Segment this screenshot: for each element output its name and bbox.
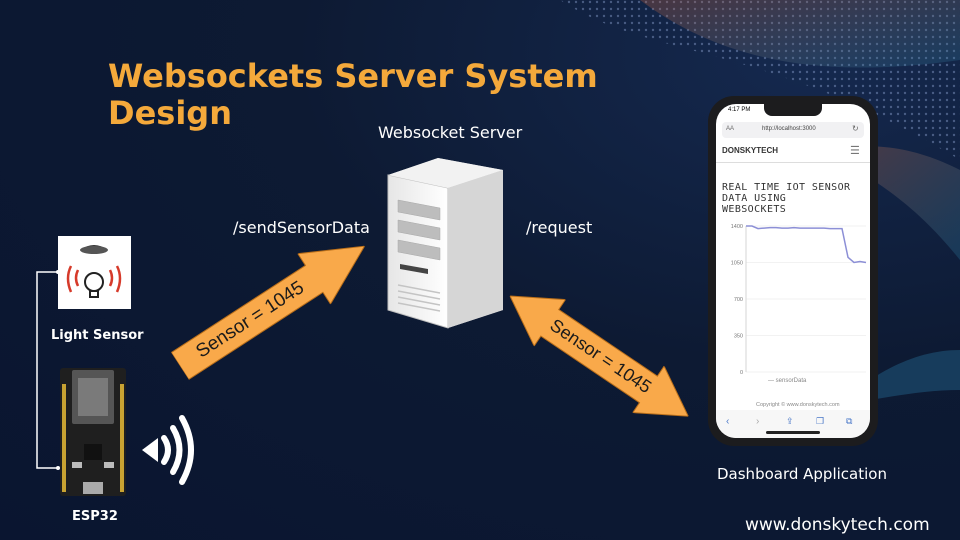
chart-title-line-2: DATA USING <box>722 193 787 204</box>
sensor-line-chart: 0 350 700 1050 1400 <box>731 224 867 376</box>
phone-notch <box>764 104 822 116</box>
light-sensor-label: Light Sensor <box>51 328 144 343</box>
light-sensor-image <box>58 236 131 309</box>
chart-ytick-label: 700 <box>734 297 743 303</box>
hamburger-menu-icon[interactable]: ☰ <box>850 145 860 157</box>
server-label: Websocket Server <box>378 123 523 142</box>
brand-logo[interactable]: DONSKYTECH <box>722 146 779 155</box>
bookmarks-icon[interactable]: ❐ <box>816 416 825 426</box>
phone-frame: 4:17 PM AA http://localhost:3000 ↻ DONSK… <box>708 96 878 446</box>
legend-label: sensorData <box>775 378 807 384</box>
chart-series-line <box>746 225 867 264</box>
server-icon <box>387 158 503 329</box>
phone-screen: 4:17 PM AA http://localhost:3000 ↻ DONSK… <box>716 104 870 438</box>
sensor-to-server-arrow: Sensor = 1045 <box>164 232 366 391</box>
wireless-signal-icon <box>142 415 194 485</box>
reload-icon[interactable]: ↻ <box>852 124 859 133</box>
chart-title-line-1: REAL TIME IOT SENSOR <box>722 182 851 193</box>
share-icon[interactable]: ⇪ <box>786 416 794 426</box>
send-endpoint-label: /sendSensorData <box>233 218 370 237</box>
divider <box>716 162 870 163</box>
copyright-text: Copyright © www.donskytech.com <box>756 402 840 408</box>
chart-ytick-label: 350 <box>734 334 743 340</box>
chart-ytick-label: 0 <box>740 370 743 376</box>
chart-legend: — sensorData <box>768 378 807 384</box>
status-time: 4:17 PM <box>728 107 751 113</box>
back-icon[interactable]: ‹ <box>726 416 730 427</box>
browser-url: http://localhost:3000 <box>762 126 816 132</box>
page-title: Websockets Server System Design <box>108 57 598 132</box>
dashboard-label: Dashboard Application <box>717 465 887 483</box>
forward-icon[interactable]: › <box>756 416 760 427</box>
reader-mode-icon[interactable]: AA <box>726 126 735 132</box>
browser-address-bar[interactable]: AA http://localhost:3000 ↻ <box>722 122 864 138</box>
chart-title: REAL TIME IOT SENSOR DATA USING WEBSOCKE… <box>722 182 850 215</box>
chart-ytick-label: 1400 <box>731 224 743 230</box>
tabs-icon[interactable]: ⧉ <box>846 416 853 426</box>
wiring-lines <box>36 270 60 470</box>
request-endpoint-label: /request <box>526 218 593 237</box>
footer-url: www.donskytech.com <box>745 515 930 535</box>
server-dashboard-arrow: Sensor = 1045 <box>494 273 691 431</box>
esp32-label: ESP32 <box>72 509 118 524</box>
chart-ytick-label: 1050 <box>731 261 743 267</box>
home-indicator <box>766 431 820 434</box>
esp32-board-image <box>60 368 126 496</box>
chart-title-line-3: WEBSOCKETS <box>722 204 787 215</box>
